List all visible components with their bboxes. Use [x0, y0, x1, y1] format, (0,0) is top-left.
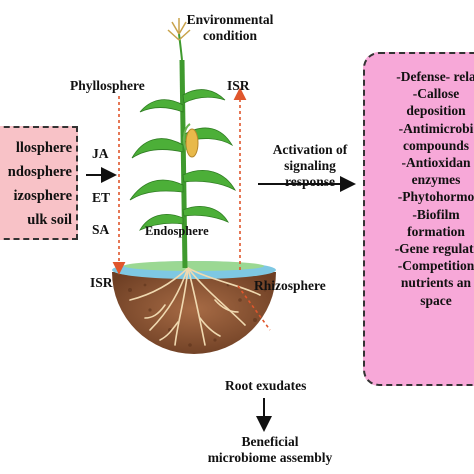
soil-surface [112, 261, 276, 279]
root-exudates-label: Root exudates [225, 378, 307, 393]
response-item: -Callose [412, 86, 460, 102]
hormone-sa-label: SA [92, 222, 110, 237]
response-item: enzymes [411, 172, 461, 188]
soil-area [112, 272, 276, 354]
response-item: space [420, 292, 452, 308]
response-item: formation [407, 223, 465, 239]
endosphere-label: Endosphere [145, 224, 209, 238]
response-item: deposition [406, 103, 466, 119]
plant-responses-box: -Defense- rela -Callose deposition -Anti… [363, 52, 474, 386]
response-item: -Defense- rela [396, 69, 474, 84]
response-item: -Antimicrobi [398, 120, 474, 136]
response-item: nutrients an [400, 275, 472, 291]
compartment-item: ndosphere [7, 164, 72, 180]
response-item: -Antioxidan [401, 155, 471, 171]
response-item: -Biofilm [412, 206, 460, 222]
plant [129, 18, 237, 269]
beneficial-microbiome-label: Beneficial microbiome assembly [207, 434, 333, 465]
isr-top-label: ISR [227, 78, 250, 93]
response-item: -Gene regulati [394, 241, 474, 257]
response-item: -Phytohormo [397, 189, 474, 205]
compartment-item: llosphere [15, 140, 72, 156]
activation-signaling-label: Activation of signaling response [272, 142, 348, 189]
response-item: compounds [402, 137, 470, 153]
isr-bottom-label: ISR [90, 275, 113, 290]
roots [129, 267, 261, 346]
response-item: -Competition [397, 258, 474, 274]
compartment-item: ulk soil [27, 212, 72, 228]
microbiome-compartments-box: llosphere ndosphere izosphere ulk soil [0, 126, 78, 240]
environmental-condition-label: Environmental condition [186, 12, 274, 43]
phyllosphere-label: Phyllosphere [70, 78, 145, 93]
corn-ear [182, 123, 199, 158]
hormone-et-label: ET [92, 190, 111, 205]
hormone-ja-label: JA [92, 146, 109, 161]
compartment-item: izosphere [13, 188, 72, 204]
rhizosphere-label: Rhizosphere [254, 278, 326, 293]
